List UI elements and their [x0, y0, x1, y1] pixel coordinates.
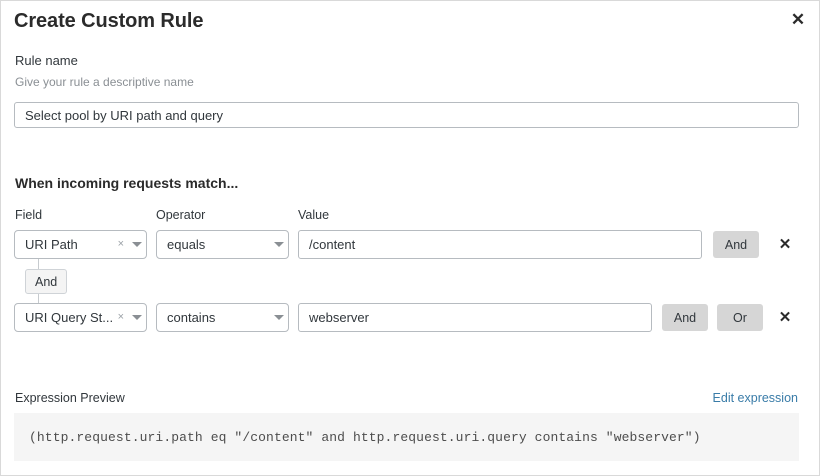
chevron-down-icon[interactable] — [270, 315, 288, 320]
and-button-1[interactable]: And — [713, 231, 759, 258]
operator-select-1[interactable]: equals — [156, 230, 289, 259]
expression-preview-label: Expression Preview — [15, 391, 125, 405]
value-input-2[interactable] — [298, 303, 652, 332]
column-header-operator: Operator — [156, 208, 206, 222]
connector-line-bottom — [38, 294, 39, 305]
rule-name-input[interactable] — [14, 102, 799, 128]
clear-icon[interactable]: × — [117, 311, 124, 323]
chevron-down-icon[interactable] — [128, 315, 146, 320]
match-section-heading: When incoming requests match... — [15, 175, 239, 191]
close-icon[interactable]: ✕ — [785, 7, 811, 31]
rule-name-label: Rule name — [15, 53, 78, 68]
field-select-2[interactable]: URI Query St... × — [14, 303, 147, 332]
operator-select-2-value: contains — [167, 310, 216, 325]
connector-line-top — [38, 259, 39, 269]
delete-row-icon-2[interactable]: ✕ — [774, 305, 796, 329]
row-connector: And — [14, 259, 134, 305]
chevron-down-icon[interactable] — [270, 242, 288, 247]
expression-preview-code: (http.request.uri.path eq "/content" and… — [29, 429, 701, 445]
field-select-2-value: URI Query St... — [25, 310, 114, 325]
connector-and-badge[interactable]: And — [25, 269, 68, 294]
and-button-2[interactable]: And — [662, 304, 708, 331]
column-header-value: Value — [298, 208, 330, 222]
rule-name-help-text: Give your rule a descriptive name — [15, 75, 194, 89]
expression-preview-box: (http.request.uri.path eq "/content" and… — [14, 413, 799, 461]
operator-select-2[interactable]: contains — [156, 303, 289, 332]
chevron-down-icon[interactable] — [128, 242, 146, 247]
value-input-1[interactable] — [298, 230, 702, 259]
edit-expression-link[interactable]: Edit expression — [712, 391, 798, 405]
field-select-1[interactable]: URI Path × — [14, 230, 147, 259]
column-header-field: Field — [15, 208, 43, 222]
dialog-title: Create Custom Rule — [14, 10, 204, 32]
clear-icon[interactable]: × — [117, 238, 124, 250]
delete-row-icon-1[interactable]: ✕ — [774, 232, 796, 256]
operator-select-1-value: equals — [167, 237, 206, 252]
or-button-2[interactable]: Or — [717, 304, 763, 331]
field-select-1-value: URI Path — [25, 237, 78, 252]
